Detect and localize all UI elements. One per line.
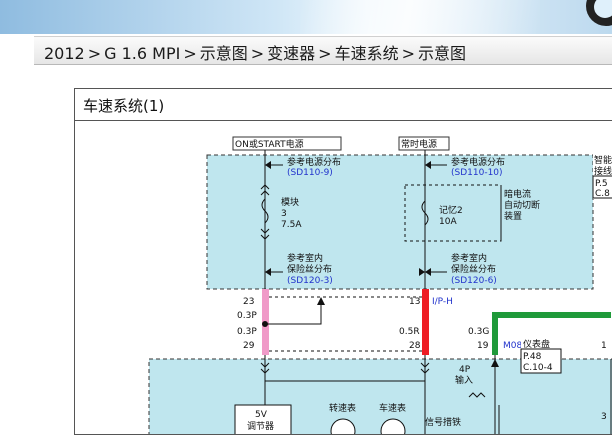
pin-3-label: 3 <box>601 412 607 422</box>
ref-dist-left-code: (SD110-9) <box>287 168 333 178</box>
red-wire <box>422 289 429 355</box>
pin-19-label: 19 <box>477 341 489 351</box>
cluster-title-box <box>521 337 561 349</box>
breadcrumb-separator: > <box>250 44 265 63</box>
brand-logo-icon <box>586 0 612 26</box>
pin-29-label: 29 <box>243 341 255 351</box>
dark-current-box <box>404 184 502 242</box>
ip-h-label: I/P-H <box>432 297 453 307</box>
cluster-label: 仪表盘 <box>523 338 550 350</box>
ref-fuse-right-label: 保险丝分布 <box>451 263 496 275</box>
wire-05r-label: 0.5R <box>399 327 420 337</box>
wire-03g-label: 0.3G <box>468 327 489 337</box>
breadcrumb-separator: > <box>401 44 415 63</box>
power-constant-label: 常时电源 <box>401 138 437 150</box>
memory-fuse-icon <box>421 200 429 226</box>
left-splice-icon <box>260 228 270 240</box>
regulator-voltage: 5V <box>255 410 268 420</box>
input-4p-label: 输入 <box>455 374 473 386</box>
cluster-splice-icon <box>420 362 430 374</box>
breadcrumb-year[interactable]: 2012 <box>44 44 85 63</box>
ref-fuse-right-arrow <box>425 268 431 276</box>
wire-03p-a-label: 0.3P <box>237 311 257 321</box>
cluster-ref-box <box>520 348 562 374</box>
ref-fuse-left-label: 参考室内 <box>287 252 323 264</box>
wire-03p-b-label: 0.3P <box>237 327 257 337</box>
ref-fuse-left-label: 保险丝分布 <box>287 263 332 275</box>
smart-junction-page: P.5 <box>595 179 608 189</box>
ref-fuse-right-arrow-in <box>419 268 425 276</box>
breadcrumb-schematic[interactable]: 示意图 <box>199 44 248 63</box>
loopback-arrow-icon <box>317 297 325 305</box>
breadcrumb-bar: 2012>G 1.6 MPI>示意图>变速器>车速系统>示意图 <box>34 36 612 65</box>
header-banner <box>0 0 612 34</box>
left-splice-icon <box>260 184 270 196</box>
module-fuse-number: 3 <box>281 209 287 219</box>
memory-fuse-rating: 10A <box>439 217 457 227</box>
resistor-icon <box>468 392 486 398</box>
green-wire <box>492 312 611 355</box>
ref-dist-left-arrow <box>265 161 271 169</box>
module-fuse-rating: 7.5A <box>281 220 302 230</box>
breadcrumb-speed-system[interactable]: 车速系统 <box>334 44 399 63</box>
title-divider <box>75 120 612 121</box>
memory-fuse-label: 记忆2 <box>439 204 463 216</box>
smart-junction-connector: C.8 <box>595 189 610 199</box>
power-constant-box <box>398 136 450 151</box>
breadcrumb-model[interactable]: G 1.6 MPI <box>104 44 181 63</box>
power-on-start-label: ON或START电源 <box>235 138 304 150</box>
regulator-label: 调节器 <box>247 421 274 432</box>
power-region <box>206 154 594 290</box>
diagram-frame: 车速系统(1) ON或START电源 常时电源 参考电源分布 (SD110-9)… <box>74 88 612 435</box>
dark-current-label: 自动切断 <box>504 199 540 211</box>
ref-fuse-left-code: (SD120-3) <box>287 276 333 286</box>
dark-current-label: 装置 <box>504 210 522 222</box>
ref-fuse-left-arrow <box>265 268 271 276</box>
smart-junction-label: 接线 <box>594 165 612 177</box>
breadcrumb-current: 示意图 <box>417 44 466 63</box>
wiring-diagram: ON或START电源 常时电源 参考电源分布 (SD110-9) 参考电源分布 … <box>148 136 612 434</box>
tachometer-label: 转速表 <box>329 402 356 414</box>
module-fuse-icon <box>261 198 269 224</box>
banner-highlight <box>300 0 540 34</box>
diagram-title: 车速系统(1) <box>83 97 165 115</box>
pin-23-label: 23 <box>243 297 254 307</box>
ref-fuse-right-code: (SD120-6) <box>451 276 497 286</box>
ref-dist-right-arrow <box>425 161 431 169</box>
smart-junction-ref-box <box>592 175 612 199</box>
breadcrumb-separator: > <box>183 44 197 63</box>
breadcrumb: 2012>G 1.6 MPI>示意图>变速器>车速系统>示意图 <box>44 40 466 64</box>
pin-1-label: 1 <box>601 341 607 351</box>
cluster-page: P.48 <box>523 352 542 362</box>
pin-13-label: 13 <box>409 297 420 307</box>
signal-process-label: 信号措铁 <box>425 416 461 428</box>
input-arrow-icon <box>491 359 499 367</box>
smart-junction-label: 智能 <box>594 154 612 166</box>
ref-dist-left-label: 参考电源分布 <box>287 156 341 168</box>
m08-label: M08 <box>503 341 522 351</box>
ref-dist-right-code: (SD110-10) <box>451 168 503 178</box>
cluster-connector: C.10-4 <box>523 363 553 373</box>
breadcrumb-separator: > <box>318 44 332 63</box>
cluster-splice-icon <box>260 362 270 374</box>
power-on-start-box <box>232 136 342 151</box>
pin-28-label: 28 <box>409 341 421 351</box>
breadcrumb-separator: > <box>87 44 102 63</box>
speedometer-label: 车速表 <box>379 402 406 414</box>
ref-dist-right-label: 参考电源分布 <box>451 156 505 168</box>
loopback-wire <box>265 303 322 325</box>
ref-fuse-right-label: 参考室内 <box>451 252 487 264</box>
dark-current-label: 暗电流 <box>504 188 531 200</box>
module-fuse-label: 模块 <box>281 196 299 208</box>
breadcrumb-transmission[interactable]: 变速器 <box>267 44 316 63</box>
input-4p-label: 4P <box>459 365 471 375</box>
